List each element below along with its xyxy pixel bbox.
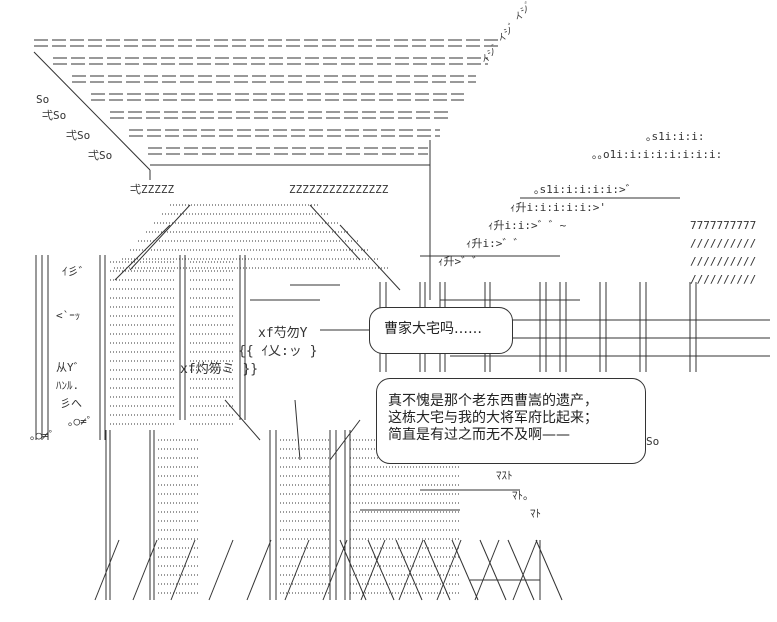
diag	[309, 204, 361, 261]
right-s1: ｨ升i:i:i:i:i:>'	[510, 201, 606, 214]
right-grid-row: //////////	[690, 255, 757, 268]
so-mark: 弌So	[42, 109, 67, 122]
so-mark: 弌ZZZZZ	[130, 183, 175, 196]
right-s1: ｨ升>゛゛	[438, 255, 484, 268]
left-mark: ｲ彡゛	[62, 265, 90, 278]
right-s1: ｨ升i:i:>゛゛~	[488, 219, 567, 232]
face-line	[294, 399, 301, 461]
right-s1: ｡｡o1i:i:i:i:i:i:i:i:	[592, 148, 723, 161]
right-s1: ｡s1i:i:i:	[646, 130, 705, 143]
roof-edge	[33, 51, 151, 171]
stair-diag	[395, 539, 423, 601]
face-mark: xf芍勿Y	[258, 326, 308, 341]
face-mark: xf灼笏ミ }}	[180, 362, 259, 377]
left-mark: <`ｰｯ	[56, 309, 81, 322]
right-grid-row: //////////	[690, 237, 757, 250]
diag	[339, 224, 401, 291]
stair-diag	[507, 539, 535, 601]
bottom-mark: ﾏｽﾄ	[496, 469, 513, 482]
stair-diag	[451, 539, 479, 601]
right-grid-row: 7777777777	[690, 219, 757, 232]
stair-diag	[94, 539, 120, 601]
bottom-mark: ﾏﾄ。	[512, 489, 534, 502]
stair-diag	[474, 539, 500, 601]
so-mark: 弌So	[88, 149, 113, 162]
right-s1: ｨ升i:>゛゛	[466, 237, 525, 250]
bubble-text-line-3: 简直是有过之而无不及啊——	[388, 427, 570, 443]
stair-diag	[208, 539, 234, 601]
left-mark: 从Y゛	[56, 361, 85, 374]
stair-diag	[170, 539, 196, 601]
diag	[114, 224, 171, 281]
right-s1: ｡s1i:i:i:i:i:>゛	[534, 183, 637, 196]
stair-diag	[436, 539, 462, 601]
stair-diag	[284, 539, 310, 601]
stair-diag	[398, 539, 424, 601]
stair-diag	[360, 539, 386, 601]
face-line	[329, 419, 361, 461]
so-mark: 弌So	[66, 129, 91, 142]
stair-diag	[479, 539, 507, 601]
stair-diag	[322, 539, 348, 601]
stair-diag	[512, 539, 538, 601]
left-mark: ﾊﾝﾙ.	[56, 379, 80, 392]
circle-marks: ｡○≠゜	[30, 429, 60, 442]
bottom-mark: ﾏﾄ	[530, 507, 541, 520]
bubble-text: 曹家大宅吗……	[384, 321, 482, 337]
stair-diag	[132, 539, 158, 601]
stair-diag	[367, 539, 395, 601]
face-line	[224, 399, 261, 441]
circle-marks: ｡○≠゜	[68, 415, 98, 428]
speech-bubble-small: 曹家大宅吗……	[369, 307, 513, 354]
so-mark: So	[36, 93, 50, 106]
stair-diag	[423, 539, 451, 601]
bottom-mark: So	[646, 435, 660, 448]
right-grid-row: //////////	[690, 273, 757, 286]
diag	[129, 204, 191, 271]
face-mark: {{ ｲ乂:ッ }	[238, 344, 318, 359]
stair-diag	[246, 539, 272, 601]
bubble-text-line-2: 这栋大宅与我的大将军府比起来；	[388, 410, 598, 426]
bubble-text-line-1: 真不愧是那个老东西曹嵩的遗产，	[388, 393, 598, 409]
speech-bubble-large: 真不愧是那个老东西曹嵩的遗产， 这栋大宅与我的大将军府比起来； 简直是有过之而无…	[376, 378, 646, 464]
left-mark: 彡へ	[60, 397, 82, 410]
roof-z-pattern: ZZZZZZZZZZZZZZZ	[289, 183, 389, 196]
stair-diag	[339, 539, 367, 601]
